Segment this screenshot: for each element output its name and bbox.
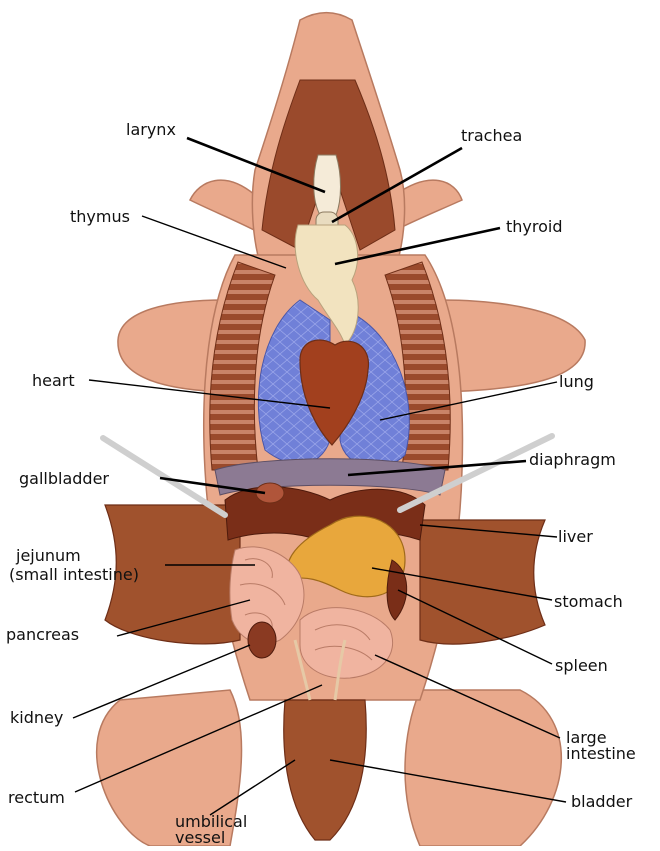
bladder-flap: [283, 699, 367, 841]
leader-thyroid: [334, 226, 501, 266]
label-stomach: stomach: [554, 592, 623, 611]
leader-kidney: [72, 644, 251, 719]
leader-large-intestine: [374, 654, 561, 739]
small-intestine-shape: [229, 546, 305, 645]
label-large-intestine-sub: intestine: [566, 744, 636, 763]
leader-heart: [88, 379, 331, 409]
leader-trachea: [331, 146, 463, 224]
abdominal-flap-right: [419, 519, 546, 645]
label-trachea: trachea: [461, 126, 523, 145]
jaw-muscle: [261, 79, 396, 251]
large-intestine-coils: [314, 624, 373, 661]
leader-bladder: [329, 759, 567, 803]
rear-leg-right: [404, 689, 563, 847]
kidney-shape: [247, 621, 277, 659]
instrument-left: [100, 435, 228, 518]
leader-pancreas: [116, 599, 251, 637]
label-liver: liver: [558, 527, 593, 546]
ear-right: [391, 179, 463, 234]
leader-gallbladder: [159, 476, 266, 495]
leader-lung: [379, 381, 558, 421]
front-leg-left: [117, 299, 226, 393]
label-gallbladder: gallbladder: [19, 469, 109, 488]
label-kidney: kidney: [10, 708, 64, 727]
leader-rectum: [74, 684, 323, 793]
label-umbilical-sub: vessel: [175, 828, 226, 847]
ear-left: [188, 179, 259, 234]
instrument-right: [397, 433, 555, 513]
label-rectum: rectum: [8, 788, 65, 807]
leader-liver: [419, 524, 558, 538]
label-heart: heart: [32, 371, 75, 390]
label-thyroid: thyroid: [506, 217, 563, 236]
leader-diaphragm: [347, 459, 527, 477]
label-larynx: larynx: [126, 120, 176, 139]
label-large-intestine: large: [566, 728, 607, 747]
label-bladder: bladder: [571, 792, 633, 811]
front-leg-right: [439, 299, 586, 393]
heart-shape: [299, 339, 370, 446]
umbilical-vessel-shape: [293, 639, 347, 701]
larynx-shape: [313, 154, 341, 216]
label-jejunum-sub: (small intestine): [9, 565, 139, 584]
label-thymus: thymus: [70, 207, 130, 226]
leader-larynx: [186, 136, 326, 194]
leader-umbilical-vessel: [209, 759, 296, 816]
large-intestine-shape: [299, 607, 394, 679]
label-pancreas: pancreas: [6, 625, 80, 644]
label-spleen: spleen: [555, 656, 608, 675]
label-jejunum: jejunum: [16, 546, 81, 565]
leader-spleen: [397, 589, 553, 665]
leader-thymus: [141, 215, 287, 269]
label-lung: lung: [559, 372, 594, 391]
abdominal-flap-left: [104, 504, 241, 645]
leader-stomach: [371, 567, 553, 601]
label-diaphragm: diaphragm: [529, 450, 616, 469]
label-umbilical: umbilical: [175, 812, 248, 831]
